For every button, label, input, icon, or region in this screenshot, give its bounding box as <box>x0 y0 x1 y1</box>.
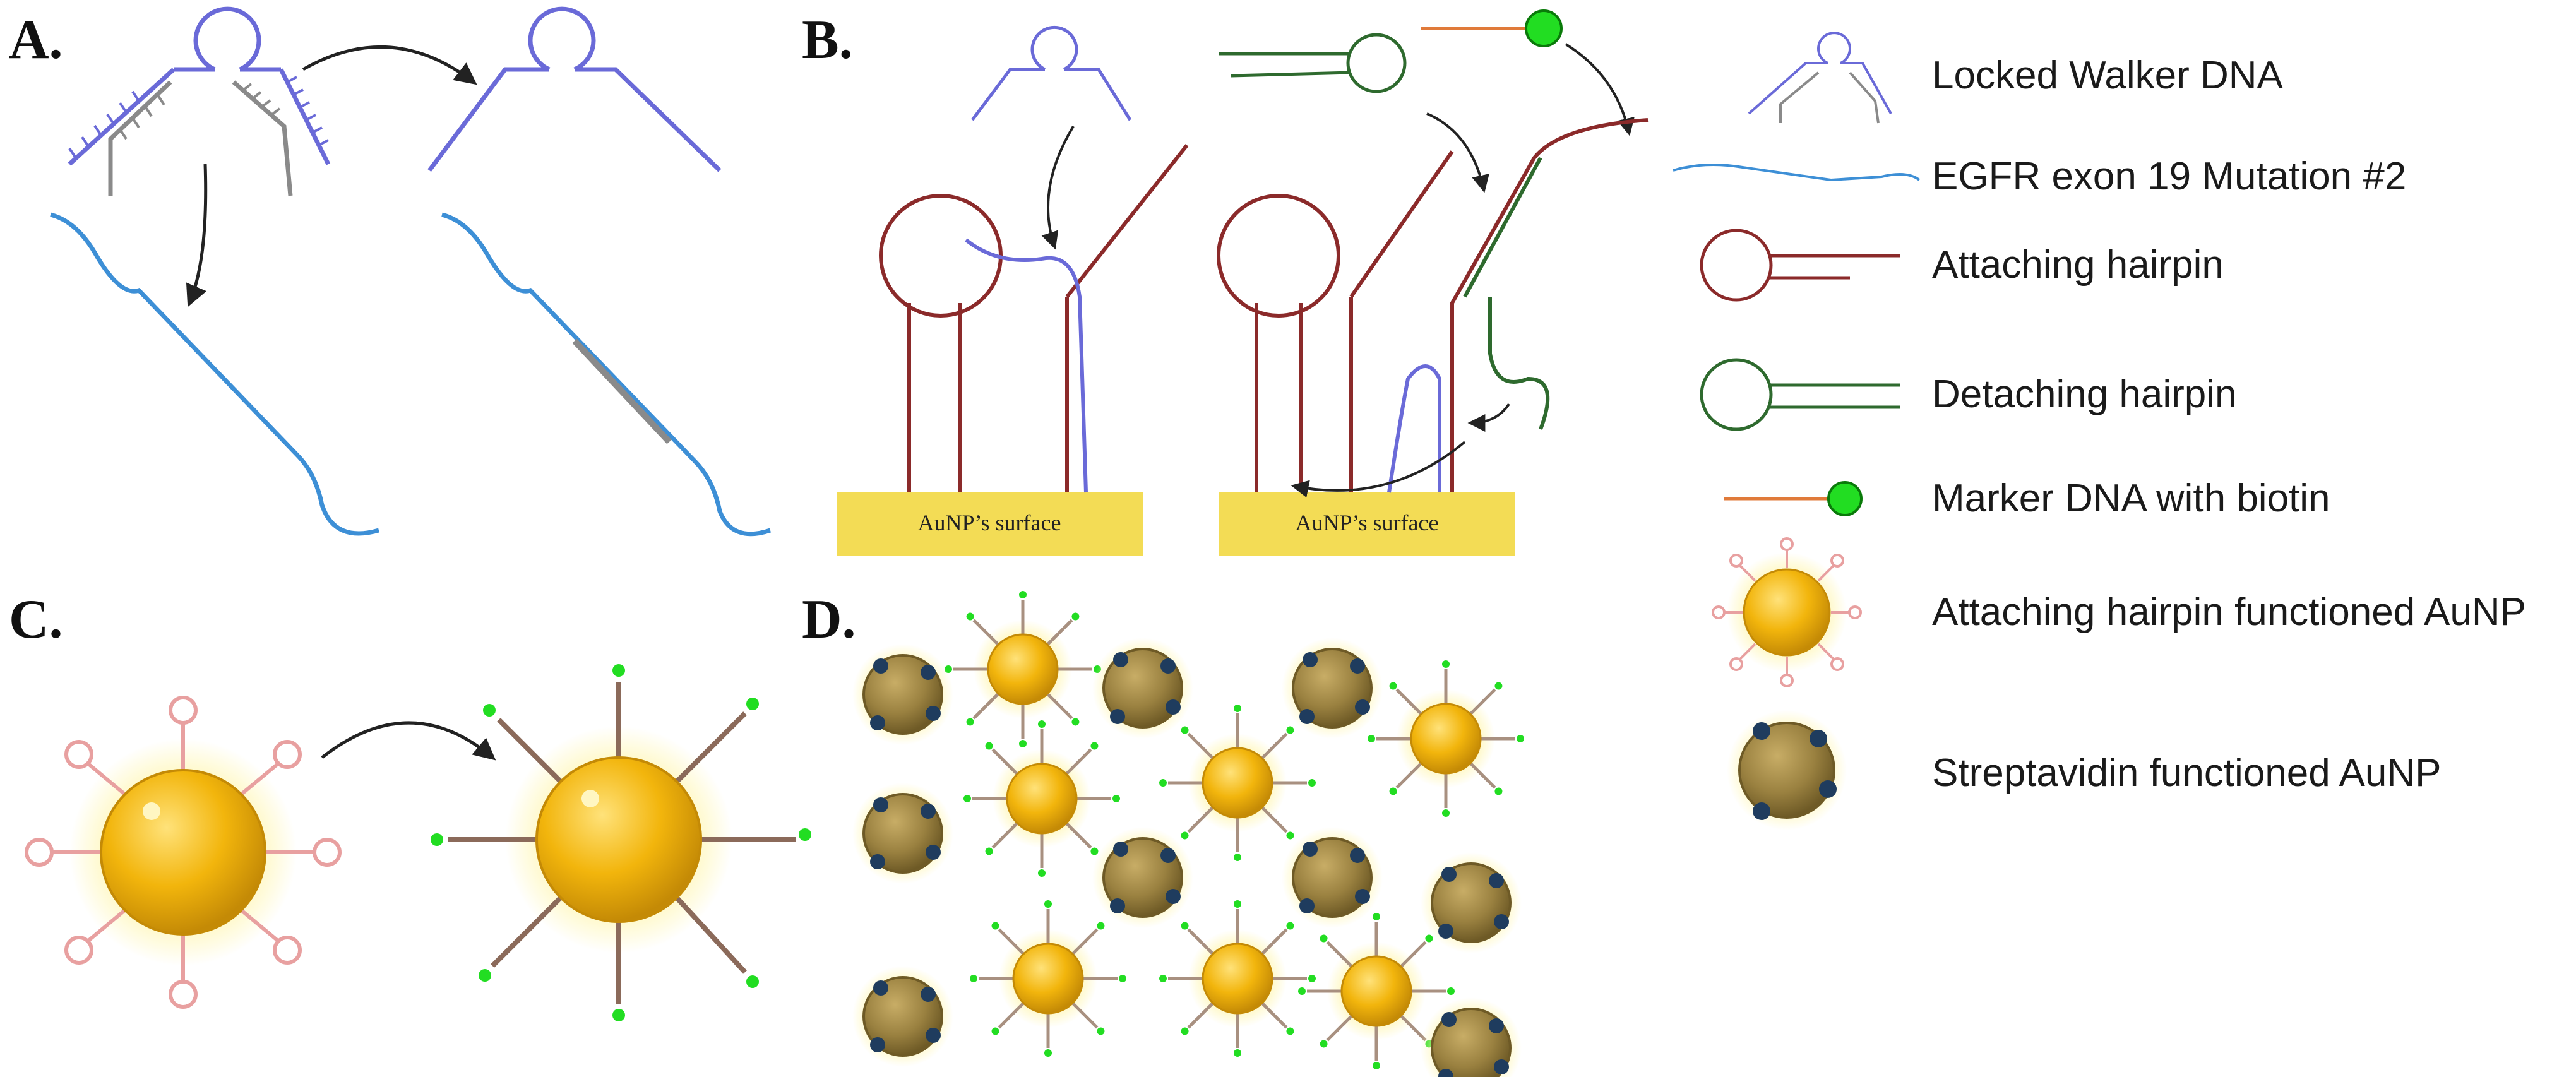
attaching-aunp-d <box>963 720 1120 877</box>
locked-walker-dna-a <box>68 6 331 196</box>
panel-b: AuNP’s surface AuNP’s surface <box>837 9 1649 556</box>
panel-a <box>50 6 772 537</box>
attaching-aunp-d <box>1159 705 1316 861</box>
panel-b-label: B. <box>802 9 853 71</box>
legend-icon-detaching-hairpin <box>1700 358 1900 431</box>
legend: Locked Walker DNA EGFR exon 19 Mutation … <box>1673 32 2526 830</box>
detaching-strand-b <box>1387 118 1649 493</box>
legend-label-locked-walker: Locked Walker DNA <box>1932 54 2284 97</box>
attaching-aunp-d <box>1368 660 1524 817</box>
egfr-lock-duplex-a <box>441 212 772 537</box>
attaching-aunp-d <box>945 591 1101 747</box>
loaded-aunp-c2 <box>431 664 811 1021</box>
panel-a-label: A. <box>9 9 63 71</box>
arrow-b3 <box>1565 43 1635 136</box>
streptavidin-aunp-d <box>852 783 953 884</box>
legend-label-attaching-aunp: Attaching hairpin functioned AuNP <box>1932 590 2526 634</box>
arrow-c <box>321 721 496 761</box>
attaching-hairpin-b2 <box>1217 150 1454 492</box>
walker-teeth <box>68 76 329 159</box>
lock-teeth <box>119 83 281 140</box>
legend-icon-attaching-aunp <box>1712 537 1862 687</box>
legend-icon-egfr <box>1673 164 1921 182</box>
streptavidin-aunp-d <box>852 966 953 1067</box>
attaching-hairpin-b1-open <box>965 144 1189 493</box>
streptavidin-aunp-d <box>1092 638 1193 739</box>
surface-label-1: AuNP’s surface <box>918 510 1061 535</box>
aunp-surface-2 <box>1219 492 1515 556</box>
detaching-hairpin-b <box>1219 33 1407 93</box>
legend-label-egfr: EGFR exon 19 Mutation #2 <box>1932 155 2406 198</box>
attaching-hairpin-b1 <box>879 194 1003 492</box>
unlocked-walker-dna-a <box>427 6 722 172</box>
legend-label-attaching-hairpin: Attaching hairpin <box>1932 243 2224 287</box>
arrow-b4 <box>1291 441 1466 498</box>
arrow-b2 <box>1426 112 1489 193</box>
attaching-aunp-c1 <box>25 696 342 1009</box>
arrow-a-down <box>186 164 208 307</box>
legend-icon-marker-dna <box>1724 481 1863 516</box>
panel-c <box>25 664 811 1021</box>
streptavidin-aunp-d <box>1421 852 1522 953</box>
streptavidin-aunp-d <box>1421 997 1522 1077</box>
arrow-a-right <box>302 45 477 85</box>
egfr-strand-a <box>50 212 379 536</box>
legend-label-marker-dna: Marker DNA with biotin <box>1932 477 2330 520</box>
attaching-aunp-d <box>1298 913 1455 1069</box>
legend-label-detaching-hairpin: Detaching hairpin <box>1932 372 2237 416</box>
streptavidin-aunp-d <box>1092 827 1193 928</box>
aggregate-network <box>852 591 1524 1077</box>
legend-icon-streptavidin-aunp <box>1727 710 1847 830</box>
attaching-aunp-d <box>970 900 1126 1057</box>
marker-dna-b <box>1421 9 1563 47</box>
walker-b <box>971 25 1132 121</box>
streptavidin-aunp-d <box>1282 827 1383 928</box>
surface-label-2: AuNP’s surface <box>1296 510 1439 535</box>
streptavidin-aunp-d <box>852 644 953 745</box>
aunp-surface-1 <box>837 492 1143 556</box>
panel-d <box>852 591 1524 1077</box>
legend-label-streptavidin-aunp: Streptavidin functioned AuNP <box>1932 751 2442 795</box>
arrow-b5 <box>1467 403 1510 432</box>
attaching-aunp-d <box>1159 900 1316 1057</box>
legend-icon-attaching-hairpin <box>1700 229 1900 302</box>
panel-d-label: D. <box>802 589 856 650</box>
arrow-b1 <box>1041 125 1075 250</box>
panel-c-label: C. <box>9 589 63 650</box>
streptavidin-aunp-d <box>1282 638 1383 739</box>
legend-icon-locked-walker <box>1748 32 1892 124</box>
